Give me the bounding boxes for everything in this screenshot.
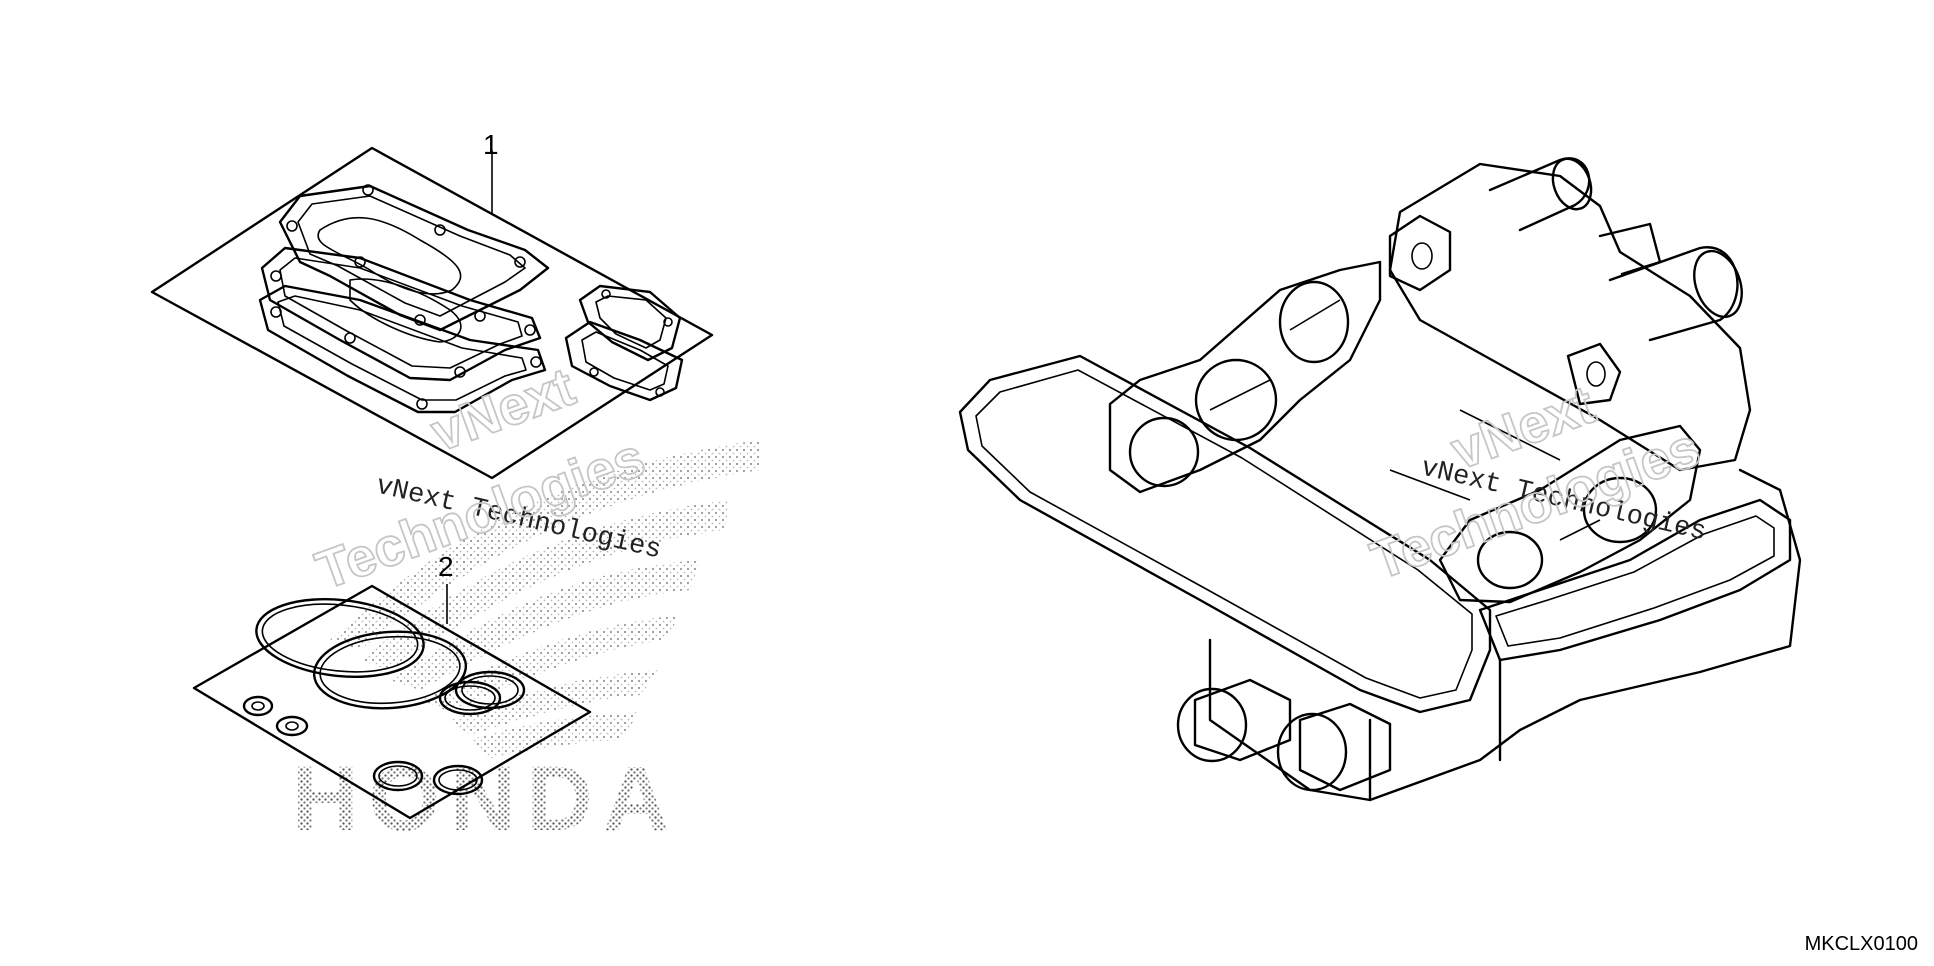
part-1-gasket-kit-a [150, 146, 714, 480]
engine-assembly-illustration [958, 157, 1802, 802]
honda-logo-watermark: HONDA [292, 748, 679, 850]
part-2-gasket-kit-b [192, 584, 592, 820]
watermark-vnext-left: vNext [424, 357, 583, 464]
callout-1: 1 [483, 129, 499, 160]
drawing-code-label: MKCLX0100 [1804, 933, 1918, 955]
callout-2: 2 [438, 551, 454, 582]
honda-wing-watermark [330, 440, 760, 758]
watermark-technologies-left: Technologies [309, 427, 653, 601]
